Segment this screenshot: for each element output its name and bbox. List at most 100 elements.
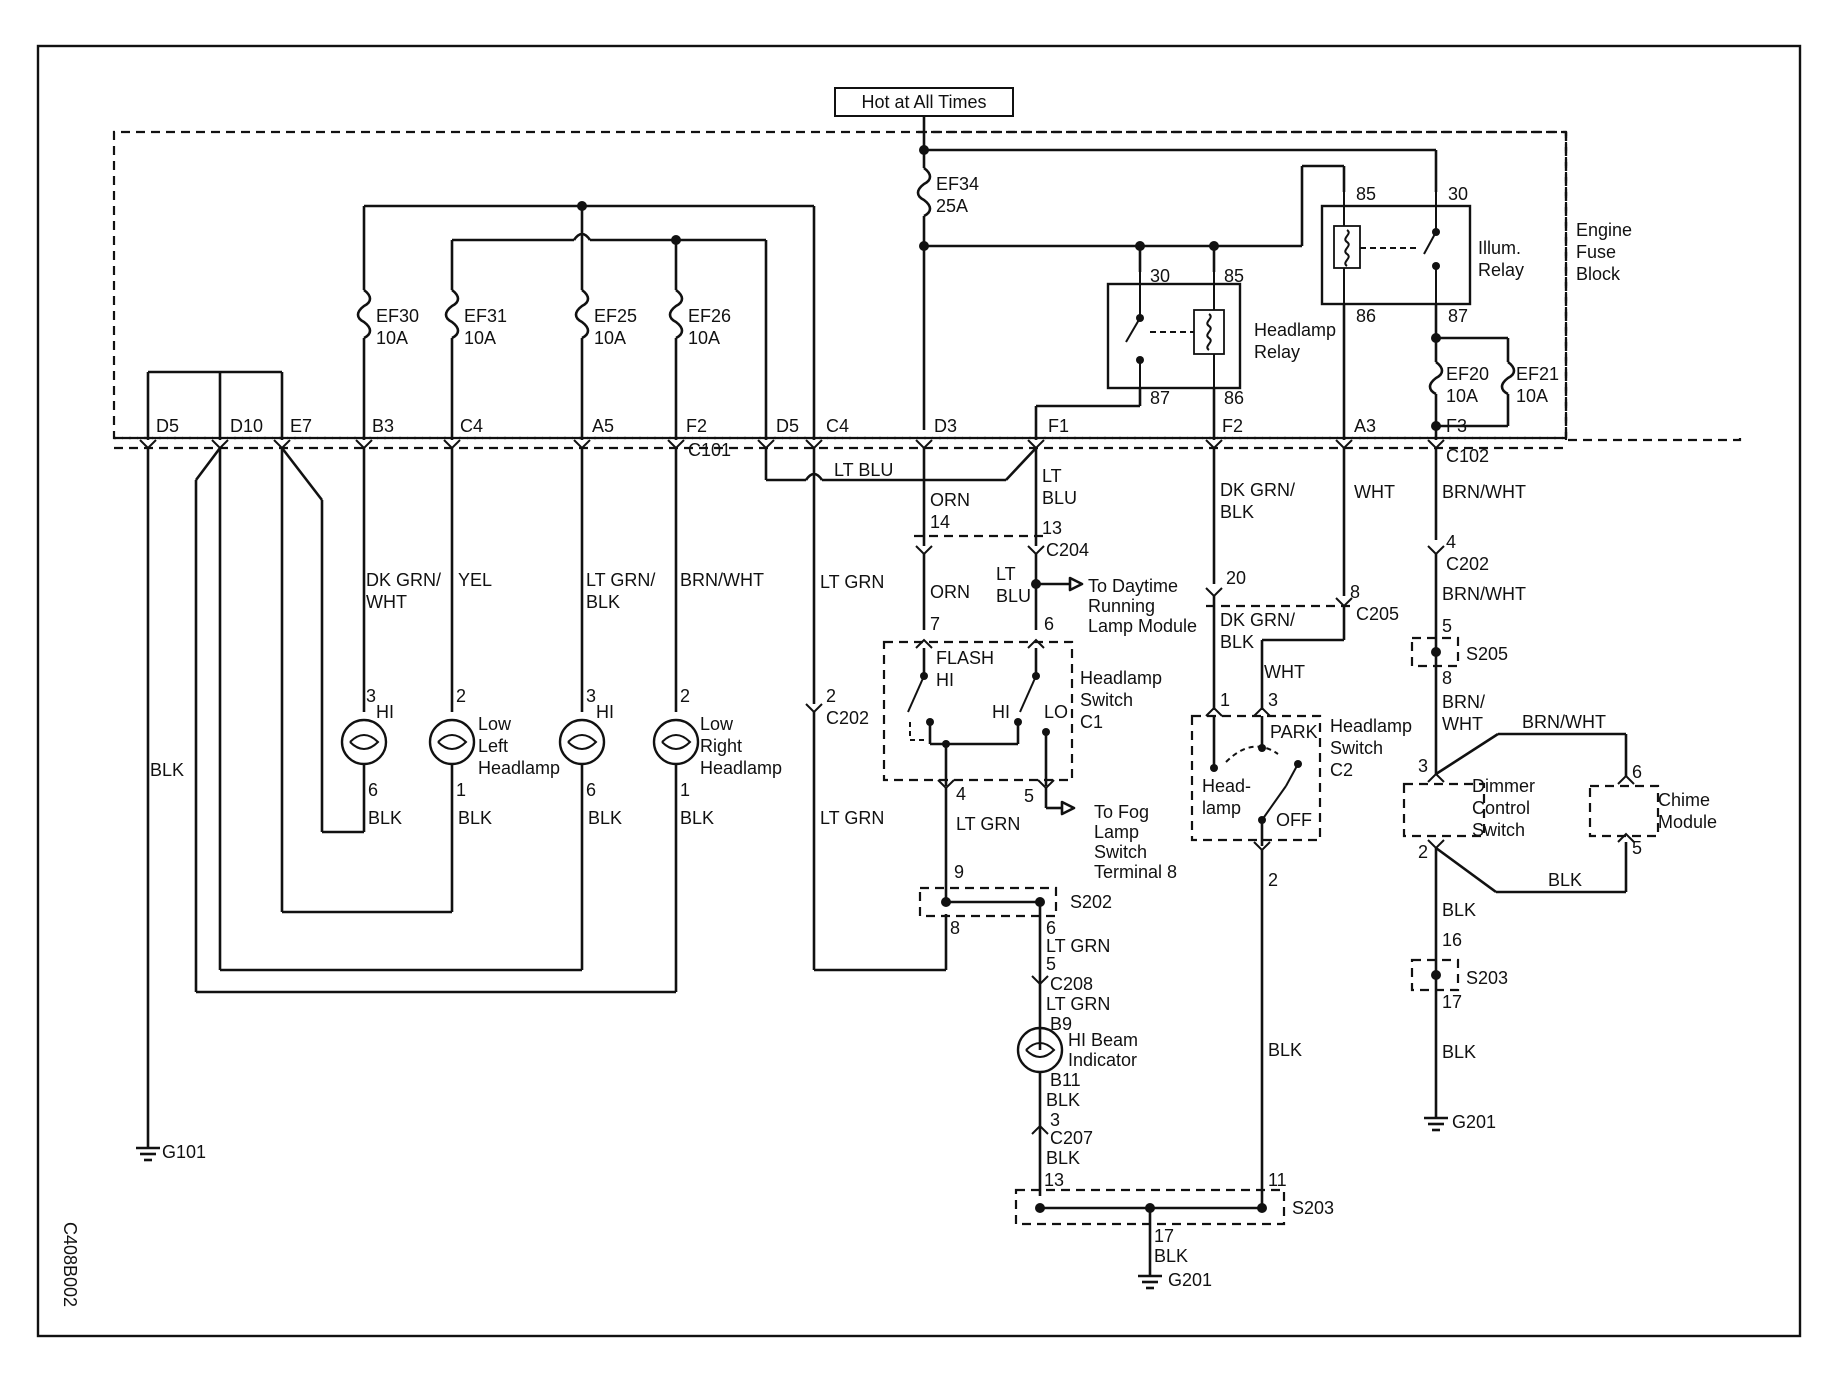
headlamp-switch-c2 bbox=[1190, 714, 1322, 842]
wire-ltgrn-c208: LT GRN bbox=[1046, 994, 1110, 1014]
pin-4-c202: 4 bbox=[1446, 532, 1456, 552]
svg-text:G201: G201 bbox=[1452, 1112, 1496, 1132]
svg-text:G201: G201 bbox=[1168, 1270, 1212, 1290]
headlamp-switch-c1 bbox=[882, 640, 1074, 782]
wire-blk-hi-left: BLK bbox=[368, 808, 402, 828]
fuse-ef21-rating: 10A bbox=[1516, 386, 1548, 406]
wire-ltgrn-c4: LT GRN bbox=[820, 572, 884, 592]
headlamp-relay-pin-85: 85 bbox=[1224, 266, 1244, 286]
headlamp-relay bbox=[1106, 282, 1242, 390]
engine-fuse-block-label-1: Engine bbox=[1576, 220, 1632, 240]
wire-blk-low-right: BLK bbox=[680, 808, 714, 828]
dimmer-label-2: Control bbox=[1472, 798, 1530, 818]
low-right-label-3: Headlamp bbox=[700, 758, 782, 778]
fog-note-3: Switch bbox=[1094, 842, 1147, 862]
wire-brn-1: BRN/ bbox=[1442, 692, 1485, 712]
pin-2-low-left: 2 bbox=[456, 686, 466, 706]
pin-2-c202-mid: 2 bbox=[826, 686, 836, 706]
pin-5-c1: 5 bbox=[1024, 786, 1034, 806]
fog-note-2: Lamp bbox=[1094, 822, 1139, 842]
engine-fuse-block-label-2: Fuse bbox=[1576, 242, 1616, 262]
wire-brnwht-f3: BRN/WHT bbox=[1442, 482, 1526, 502]
wire-blk-low-left: BLK bbox=[458, 808, 492, 828]
connector-c205: C205 bbox=[1356, 604, 1399, 624]
wire-blk-dimmer: BLK bbox=[1442, 900, 1476, 920]
wire-brnwht-c202: BRN/WHT bbox=[1442, 584, 1526, 604]
fuse-ef25 bbox=[574, 288, 590, 340]
ground-g201-bottom: G201 bbox=[1138, 1270, 1212, 1290]
pin-11-s203: 11 bbox=[1268, 1170, 1287, 1190]
connector-c102: C102 bbox=[1446, 446, 1489, 466]
wire-dkgrn-blk-c205-2: BLK bbox=[1220, 632, 1254, 652]
fuse-ef31 bbox=[444, 288, 460, 340]
fuse-ef20-name: EF20 bbox=[1446, 364, 1489, 384]
pin-f2-right: F2 bbox=[1222, 416, 1243, 436]
headlamp-switch-c1-label-1: Headlamp bbox=[1080, 668, 1162, 688]
pin-13: 13 bbox=[1042, 518, 1062, 538]
lo-c1-label: LO bbox=[1044, 702, 1068, 722]
drl-note-1: To Daytime bbox=[1088, 576, 1178, 596]
fuse-ef26-name: EF26 bbox=[688, 306, 731, 326]
ground-g101: G101 bbox=[136, 1142, 206, 1162]
wire-ltgrn-mid: LT GRN bbox=[820, 808, 884, 828]
splice-s202-label: S202 bbox=[1070, 892, 1112, 912]
illum-relay-pin-30: 30 bbox=[1448, 184, 1468, 204]
hi-left-label: HI bbox=[376, 702, 394, 722]
pin-2-dimmer: 2 bbox=[1418, 842, 1428, 862]
splice-s203-bottom-label: S203 bbox=[1292, 1198, 1334, 1218]
wire-ltblu-loop: LT BLU bbox=[834, 460, 893, 480]
connector-c208: C208 bbox=[1050, 974, 1093, 994]
wire-ltgrn-blk-1: LT GRN/ bbox=[586, 570, 655, 590]
headlamp-c2-label-2: lamp bbox=[1202, 798, 1241, 818]
hi-beam-label-1: HI Beam bbox=[1068, 1030, 1138, 1050]
wire-ltblu-1: LT bbox=[1042, 466, 1062, 486]
hi-right-headlamp-bulb bbox=[558, 718, 606, 766]
pin-3-dimmer: 3 bbox=[1418, 756, 1428, 776]
splice-s203-right bbox=[1410, 958, 1460, 992]
park-label: PARK bbox=[1270, 722, 1318, 742]
pin-8-s205: 8 bbox=[1442, 668, 1452, 688]
pin-4-c1: 4 bbox=[956, 784, 966, 804]
fuse-ef34 bbox=[916, 166, 932, 218]
headlamp-switch-c1-label-3: C1 bbox=[1080, 712, 1103, 732]
pin-6-hi-right: 6 bbox=[586, 780, 596, 800]
pin-f1: F1 bbox=[1048, 416, 1069, 436]
pin-5-chime: 5 bbox=[1632, 838, 1642, 858]
headlamp-switch-c2-label-3: C2 bbox=[1330, 760, 1353, 780]
splice-s202 bbox=[918, 886, 1058, 918]
pin-d5-right: D5 bbox=[776, 416, 799, 436]
pin-14: 14 bbox=[930, 512, 950, 532]
headlamp-switch-c2-label-2: Switch bbox=[1330, 738, 1383, 758]
wire-lt-drl: LT bbox=[996, 564, 1016, 584]
headlamp-switch-c2-label-1: Headlamp bbox=[1330, 716, 1412, 736]
pin-e7: E7 bbox=[290, 416, 312, 436]
fog-note-4: Terminal 8 bbox=[1094, 862, 1177, 882]
pin-b9: B9 bbox=[1050, 1014, 1072, 1034]
pin-17-s203: 17 bbox=[1154, 1226, 1174, 1246]
connector-c202-right: C202 bbox=[1446, 554, 1489, 574]
wire-blk-chime: BLK bbox=[1548, 870, 1582, 890]
pin-3-hi-left: 3 bbox=[366, 686, 376, 706]
pin-9: 9 bbox=[954, 862, 964, 882]
pin-13-s203: 13 bbox=[1044, 1170, 1064, 1190]
wire-ltgrn-blk-2: BLK bbox=[586, 592, 620, 612]
fuse-ef25-rating: 10A bbox=[594, 328, 626, 348]
c101-chevrons bbox=[139, 439, 1445, 450]
pin-a5: A5 bbox=[592, 416, 614, 436]
headlamp-switch-c1-label-2: Switch bbox=[1080, 690, 1133, 710]
low-right-headlamp-bulb bbox=[652, 718, 700, 766]
low-left-headlamp-bulb bbox=[428, 718, 476, 766]
pin-f2-left: F2 bbox=[686, 416, 707, 436]
pin-d10: D10 bbox=[230, 416, 263, 436]
wire-dkgrn-wht-1: DK GRN/ bbox=[366, 570, 441, 590]
fuse-ef30-name: EF30 bbox=[376, 306, 419, 326]
illum-relay-pin-85: 85 bbox=[1356, 184, 1376, 204]
headlamp-relay-pin-30: 30 bbox=[1150, 266, 1170, 286]
pin-20: 20 bbox=[1226, 568, 1246, 588]
pin-6-s202: 6 bbox=[1046, 918, 1056, 938]
drl-note-2: Running bbox=[1088, 596, 1155, 616]
wire-dkgrn-blk-c205-1: DK GRN/ bbox=[1220, 610, 1295, 630]
wire-ltblu-2: BLU bbox=[1042, 488, 1077, 508]
fuse-ef34-name: EF34 bbox=[936, 174, 979, 194]
